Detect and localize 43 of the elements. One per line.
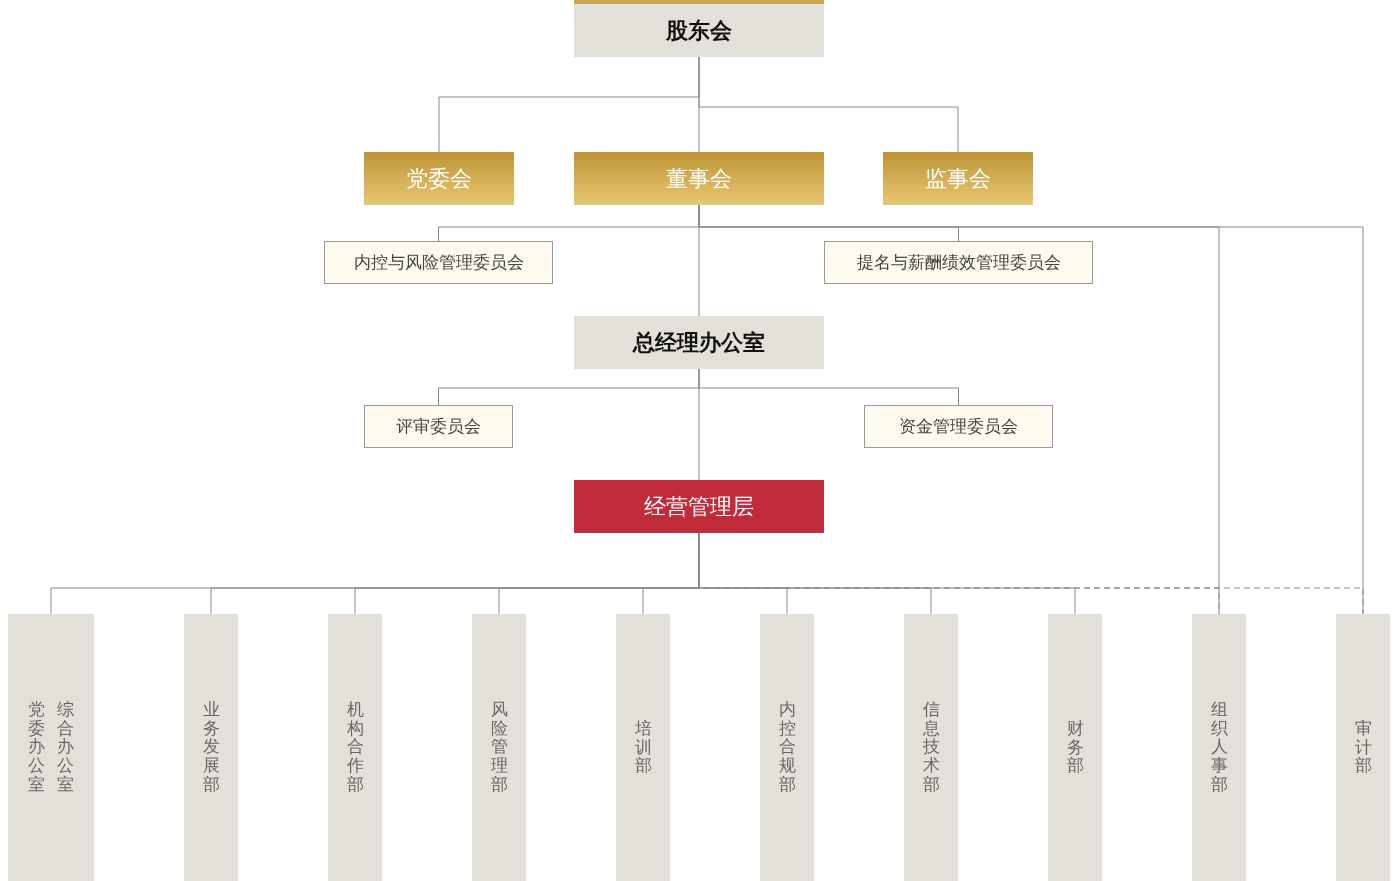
department-column bbox=[1048, 614, 1102, 881]
org-box bbox=[574, 316, 824, 369]
node-label: 内控合规部 bbox=[778, 700, 796, 794]
department-column bbox=[616, 614, 670, 881]
node-label: 培训部 bbox=[634, 719, 652, 776]
node-label: 内控与风险管理委员会 bbox=[353, 251, 524, 274]
department-column bbox=[1336, 614, 1390, 881]
node-label: 经营管理层 bbox=[644, 492, 754, 521]
node-label: 组织人事部 bbox=[1210, 700, 1228, 794]
node-label: 综合办公室 bbox=[57, 700, 74, 794]
board-box bbox=[364, 152, 514, 205]
node-label: 机构合作部 bbox=[346, 700, 364, 794]
department-column bbox=[184, 614, 238, 881]
department-column bbox=[1192, 614, 1246, 881]
node-label: 信息技术部 bbox=[922, 700, 940, 794]
committee-box bbox=[864, 405, 1053, 448]
committee-box bbox=[824, 241, 1093, 284]
node-label: 资金管理委员会 bbox=[899, 415, 1018, 438]
committee-box bbox=[364, 405, 513, 448]
node-label: 风险管理部 bbox=[490, 700, 508, 794]
department-column bbox=[328, 614, 382, 881]
committee-box bbox=[324, 241, 553, 284]
board-box bbox=[574, 152, 824, 205]
node-label: 总经理办公室 bbox=[633, 328, 765, 357]
node-label: 审计部 bbox=[1354, 719, 1372, 776]
node-label: 财务部 bbox=[1066, 719, 1084, 776]
node-label: 党委办公室 bbox=[28, 700, 45, 794]
department-column bbox=[760, 614, 814, 881]
node-label: 提名与薪酬绩效管理委员会 bbox=[856, 251, 1061, 274]
node-label: 业务发展部 bbox=[202, 700, 220, 794]
node-label: 评审委员会 bbox=[396, 415, 481, 438]
department-column bbox=[904, 614, 958, 881]
node-label: 监事会 bbox=[925, 164, 991, 193]
node-label: 董事会 bbox=[666, 164, 732, 193]
node-label: 党委会 bbox=[406, 164, 472, 193]
department-column bbox=[472, 614, 526, 881]
connector-line bbox=[698, 368, 700, 481]
org-box bbox=[574, 0, 824, 57]
board-box bbox=[883, 152, 1033, 205]
management-box bbox=[574, 480, 824, 533]
node-label: 股东会 bbox=[666, 16, 732, 45]
department-column bbox=[8, 614, 94, 881]
connector-line bbox=[698, 56, 959, 153]
